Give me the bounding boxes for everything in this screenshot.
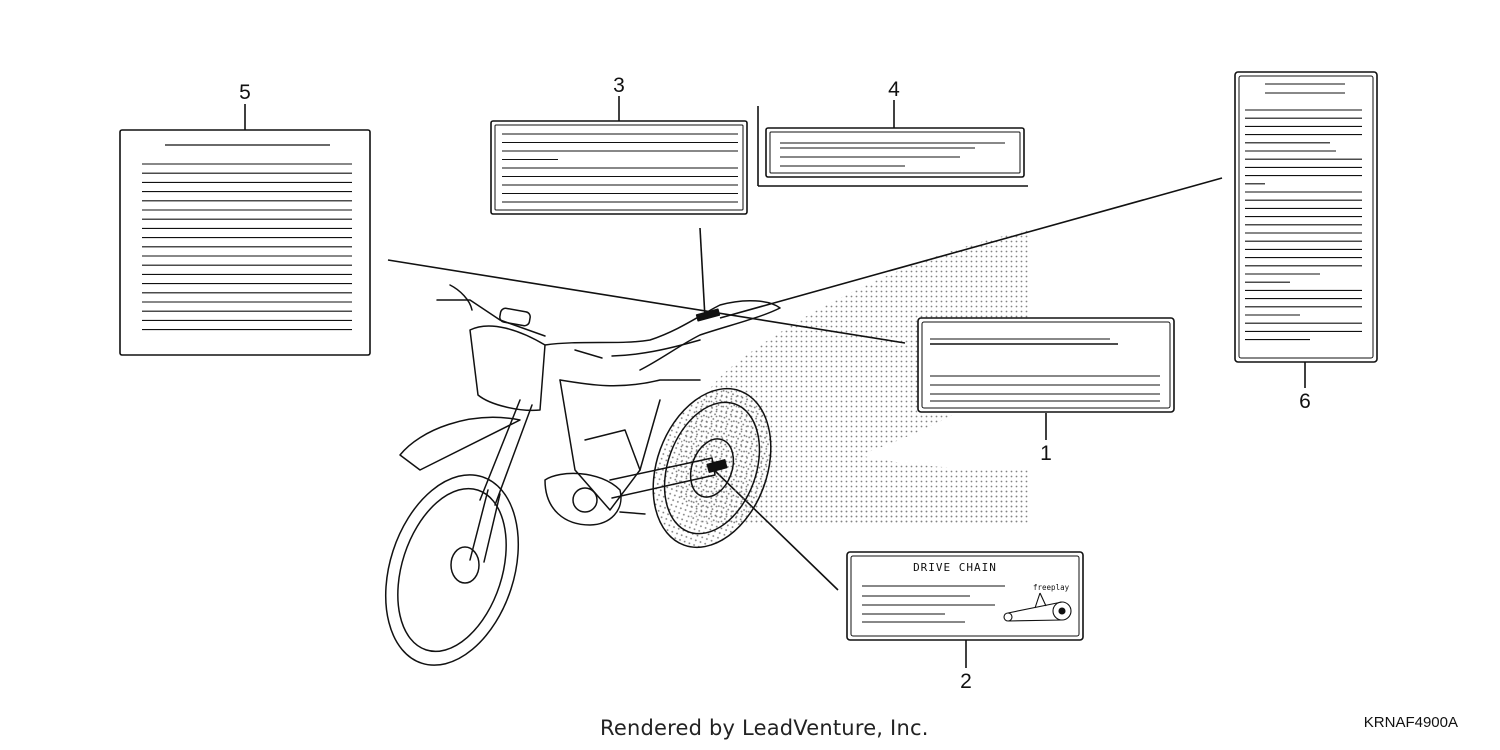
leader-lines [244, 96, 1306, 668]
label-6 [1234, 71, 1378, 363]
motorcycle-illustration [384, 284, 781, 666]
callout-2: 2 [960, 670, 972, 693]
callout-5: 5 [239, 81, 251, 104]
label-3 [490, 120, 748, 215]
chain-graphic-icon [1003, 592, 1072, 622]
drive-chain-title: DRIVE CHAIN [913, 561, 997, 574]
callout-1: 1 [1040, 442, 1052, 465]
footer-credit: Rendered by LeadVenture, Inc. [600, 716, 929, 740]
freeplay-label: freeplay [1033, 583, 1070, 592]
callout-4: 4 [888, 78, 900, 101]
label-5 [119, 129, 371, 356]
label-1 [917, 317, 1175, 413]
label-2-drive-chain: DRIVE CHAIN freeplay [846, 551, 1084, 641]
label-4 [765, 127, 1025, 178]
callout-3: 3 [613, 74, 625, 97]
diagram-code: KRNAF4900A [1363, 714, 1458, 731]
callout-6: 6 [1299, 390, 1311, 413]
